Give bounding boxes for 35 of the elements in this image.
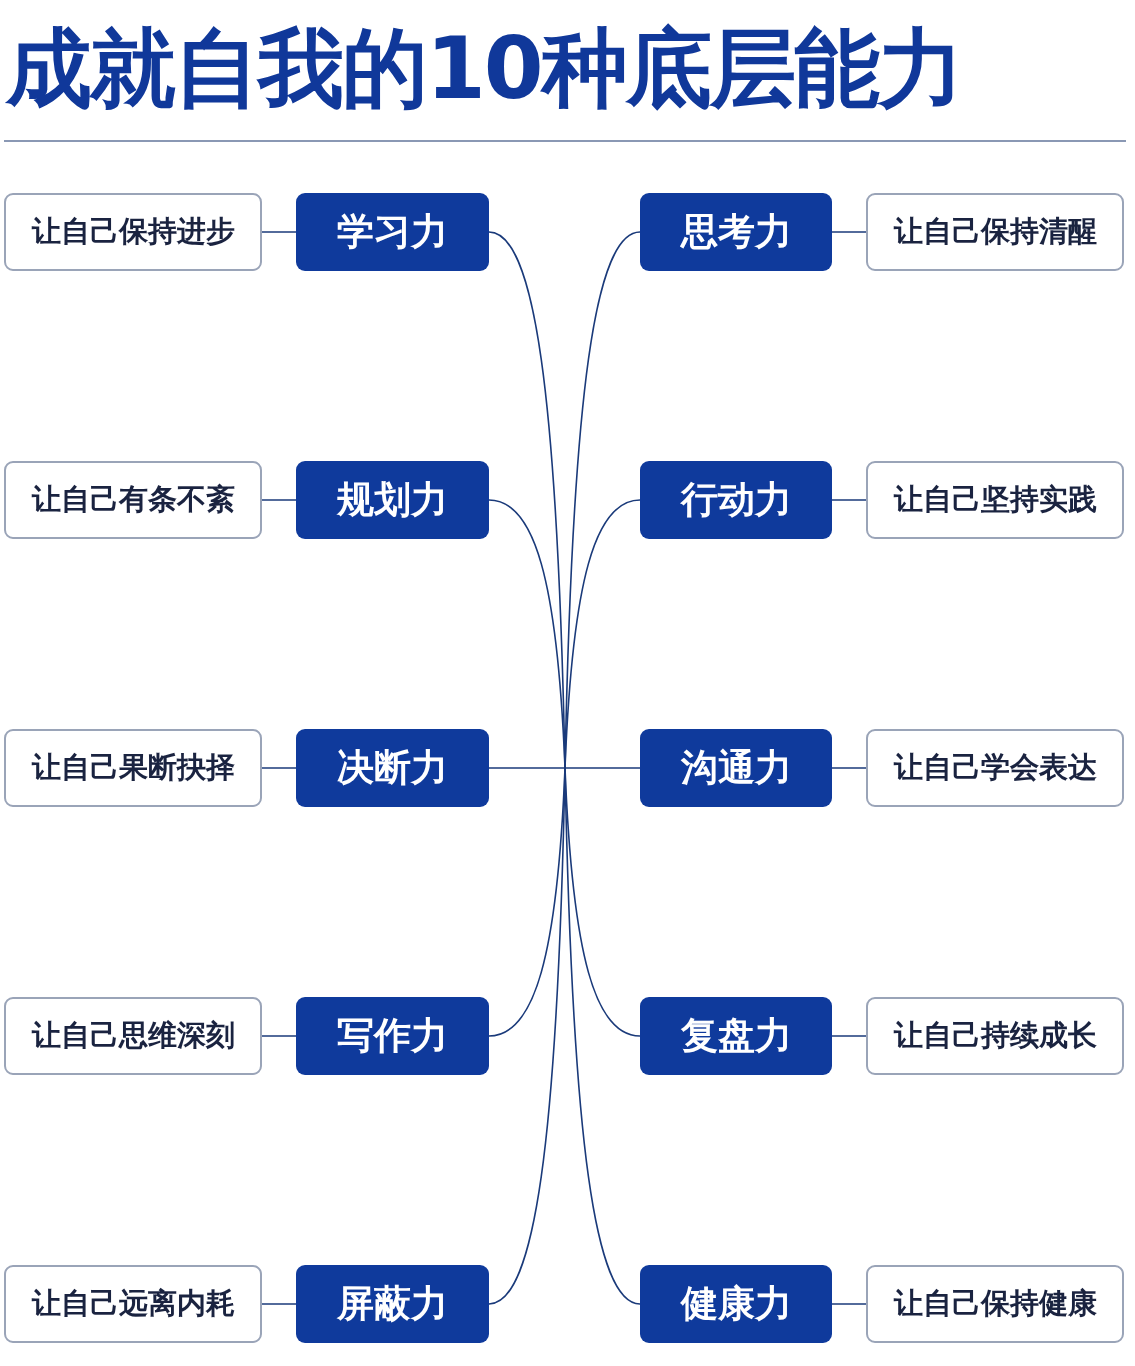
branch-curve: [564, 767, 641, 769]
title: 成就自我的10种底层能力: [6, 17, 962, 120]
description-box: 让自己远离内耗: [4, 1265, 262, 1343]
description-box: 让自己保持健康: [866, 1265, 1124, 1343]
description-box: 让自己保持清醒: [866, 193, 1124, 271]
description-box: 让自己果断抉择: [4, 729, 262, 807]
ability-box: 复盘力: [640, 997, 832, 1075]
connector-line: [831, 231, 867, 233]
ability-box: 屏蔽力: [296, 1265, 489, 1343]
connector-line: [261, 767, 297, 769]
connector-line: [831, 767, 867, 769]
ability-box: 写作力: [296, 997, 489, 1075]
description-box: 让自己有条不紊: [4, 461, 262, 539]
connector-line: [261, 1035, 297, 1037]
connector-line: [261, 499, 297, 501]
description-box: 让自己持续成长: [866, 997, 1124, 1075]
ability-box: 思考力: [640, 193, 832, 271]
ability-box: 决断力: [296, 729, 489, 807]
description-box: 让自己坚持实践: [866, 461, 1124, 539]
description-box: 让自己保持进步: [4, 193, 262, 271]
branch-curve: [564, 767, 641, 1305]
connector-line: [831, 1303, 867, 1305]
connector-line: [831, 499, 867, 501]
ability-box: 沟通力: [640, 729, 832, 807]
connector-line: [261, 1303, 297, 1305]
description-box: 让自己学会表达: [866, 729, 1124, 807]
connector-line: [831, 1035, 867, 1037]
ability-box: 健康力: [640, 1265, 832, 1343]
connector-line: [261, 231, 297, 233]
branch-curve: [564, 499, 641, 769]
ability-box: 规划力: [296, 461, 489, 539]
ability-box: 学习力: [296, 193, 489, 271]
ability-box: 行动力: [640, 461, 832, 539]
description-box: 让自己思维深刻: [4, 997, 262, 1075]
branch-curve: [488, 767, 566, 769]
